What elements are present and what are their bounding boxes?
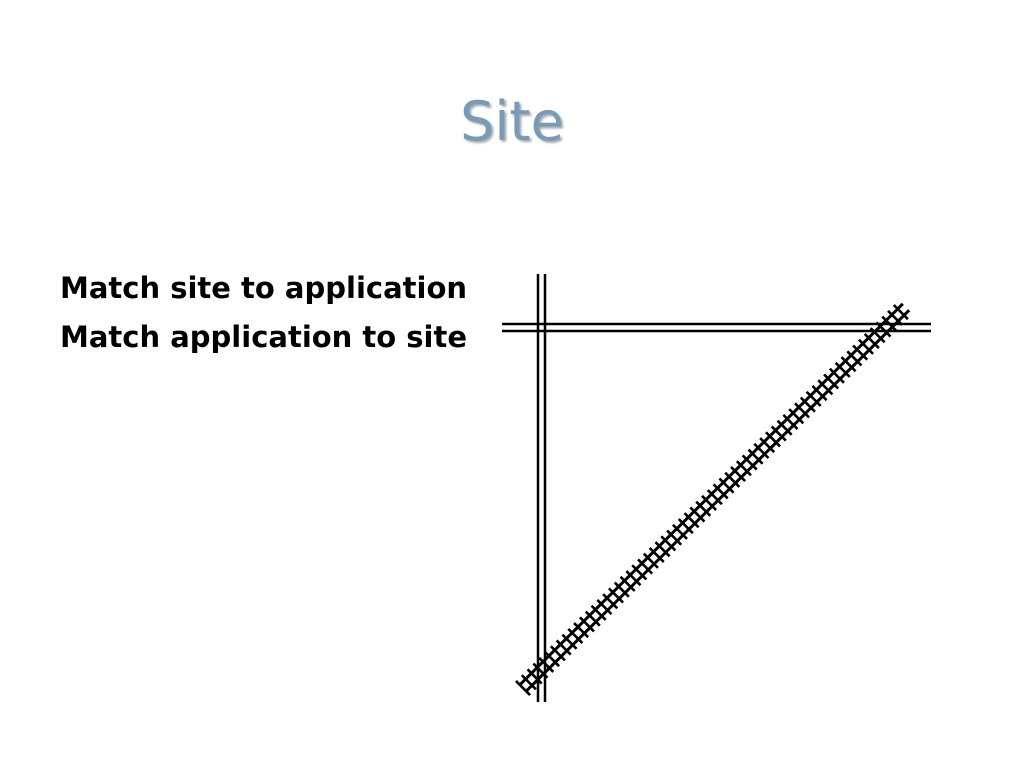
slide-title: Site xyxy=(460,90,564,153)
railroad-tie xyxy=(648,546,665,563)
railroad-tie xyxy=(724,471,741,488)
railroad-tie xyxy=(892,304,909,321)
railroad-tie xyxy=(538,656,555,673)
bullet-item: Match application to site xyxy=(60,320,468,354)
railroad-tie xyxy=(834,361,851,378)
railroad-tie xyxy=(590,604,607,621)
railroad-tie xyxy=(666,529,683,546)
railroad-tie xyxy=(642,552,659,569)
railroad-tie xyxy=(858,338,874,355)
railroad-tie xyxy=(805,390,822,407)
railroad-tie xyxy=(718,477,735,494)
railroad-tie xyxy=(520,674,537,691)
railroad-tie xyxy=(671,523,688,540)
railroad-tie xyxy=(596,599,613,616)
railroad-tie xyxy=(730,466,747,483)
railroad-tie xyxy=(741,454,758,471)
railroad-tie xyxy=(753,442,770,459)
railroad-tie xyxy=(794,402,811,419)
railroad-tie xyxy=(555,639,572,656)
railroad-tie xyxy=(863,333,880,350)
railroad-tie xyxy=(712,483,729,500)
railroad-tie xyxy=(578,616,595,633)
railroad-tie xyxy=(706,489,723,506)
railroad-tie xyxy=(828,367,845,384)
railroad-tie xyxy=(840,356,857,373)
railroad-tie xyxy=(788,408,805,425)
railroad-tie xyxy=(654,541,671,558)
railroad-tie xyxy=(689,506,706,523)
railroad-tie xyxy=(701,494,718,511)
railroad-tie xyxy=(515,679,531,697)
railroad-tie xyxy=(613,581,630,598)
railroad-tie xyxy=(776,419,793,436)
railroad-track xyxy=(515,302,911,697)
railroad-tie xyxy=(660,535,677,552)
railroad-tie xyxy=(875,321,892,338)
railroad-tie xyxy=(695,500,712,517)
railroad-tie xyxy=(683,512,700,529)
vertical-road xyxy=(536,274,547,702)
horizontal-road xyxy=(502,322,931,333)
railroad-tie xyxy=(625,570,642,587)
railroad-tie xyxy=(811,385,828,402)
railroad-tie xyxy=(637,558,654,575)
railroad-tie xyxy=(631,564,648,581)
railroad-tie xyxy=(881,315,898,332)
railroad-tie xyxy=(782,413,799,430)
railroad-tie xyxy=(765,431,781,448)
railroad-tie xyxy=(677,518,694,535)
railroad-tie xyxy=(823,373,840,390)
bullet-item: Match site to application xyxy=(60,271,468,305)
railroad-tie xyxy=(602,593,619,610)
railroad-tie xyxy=(532,662,549,679)
railroad-tie xyxy=(770,425,787,442)
railroad-tie xyxy=(584,610,601,627)
railroad-tie xyxy=(735,460,752,477)
railroad-tie xyxy=(887,309,904,326)
railroad-tie xyxy=(544,651,561,668)
railroad-tie xyxy=(817,379,834,396)
railroad-tie xyxy=(567,627,584,644)
railroad-tie xyxy=(619,575,636,592)
railroad-tie xyxy=(846,350,863,367)
railroad-tie xyxy=(573,622,590,639)
railroad-tie xyxy=(561,633,578,650)
bullet-list: Match site to application Match applicat… xyxy=(60,264,500,362)
railroad-tie xyxy=(799,396,816,413)
railroad-tie xyxy=(526,668,543,685)
railroad-tie xyxy=(549,645,566,662)
railroad-tie xyxy=(869,327,886,344)
railroad-tie xyxy=(608,587,624,604)
railroad-tie xyxy=(759,437,776,454)
railroad-tie xyxy=(852,344,869,361)
railroad-tie xyxy=(747,448,764,465)
